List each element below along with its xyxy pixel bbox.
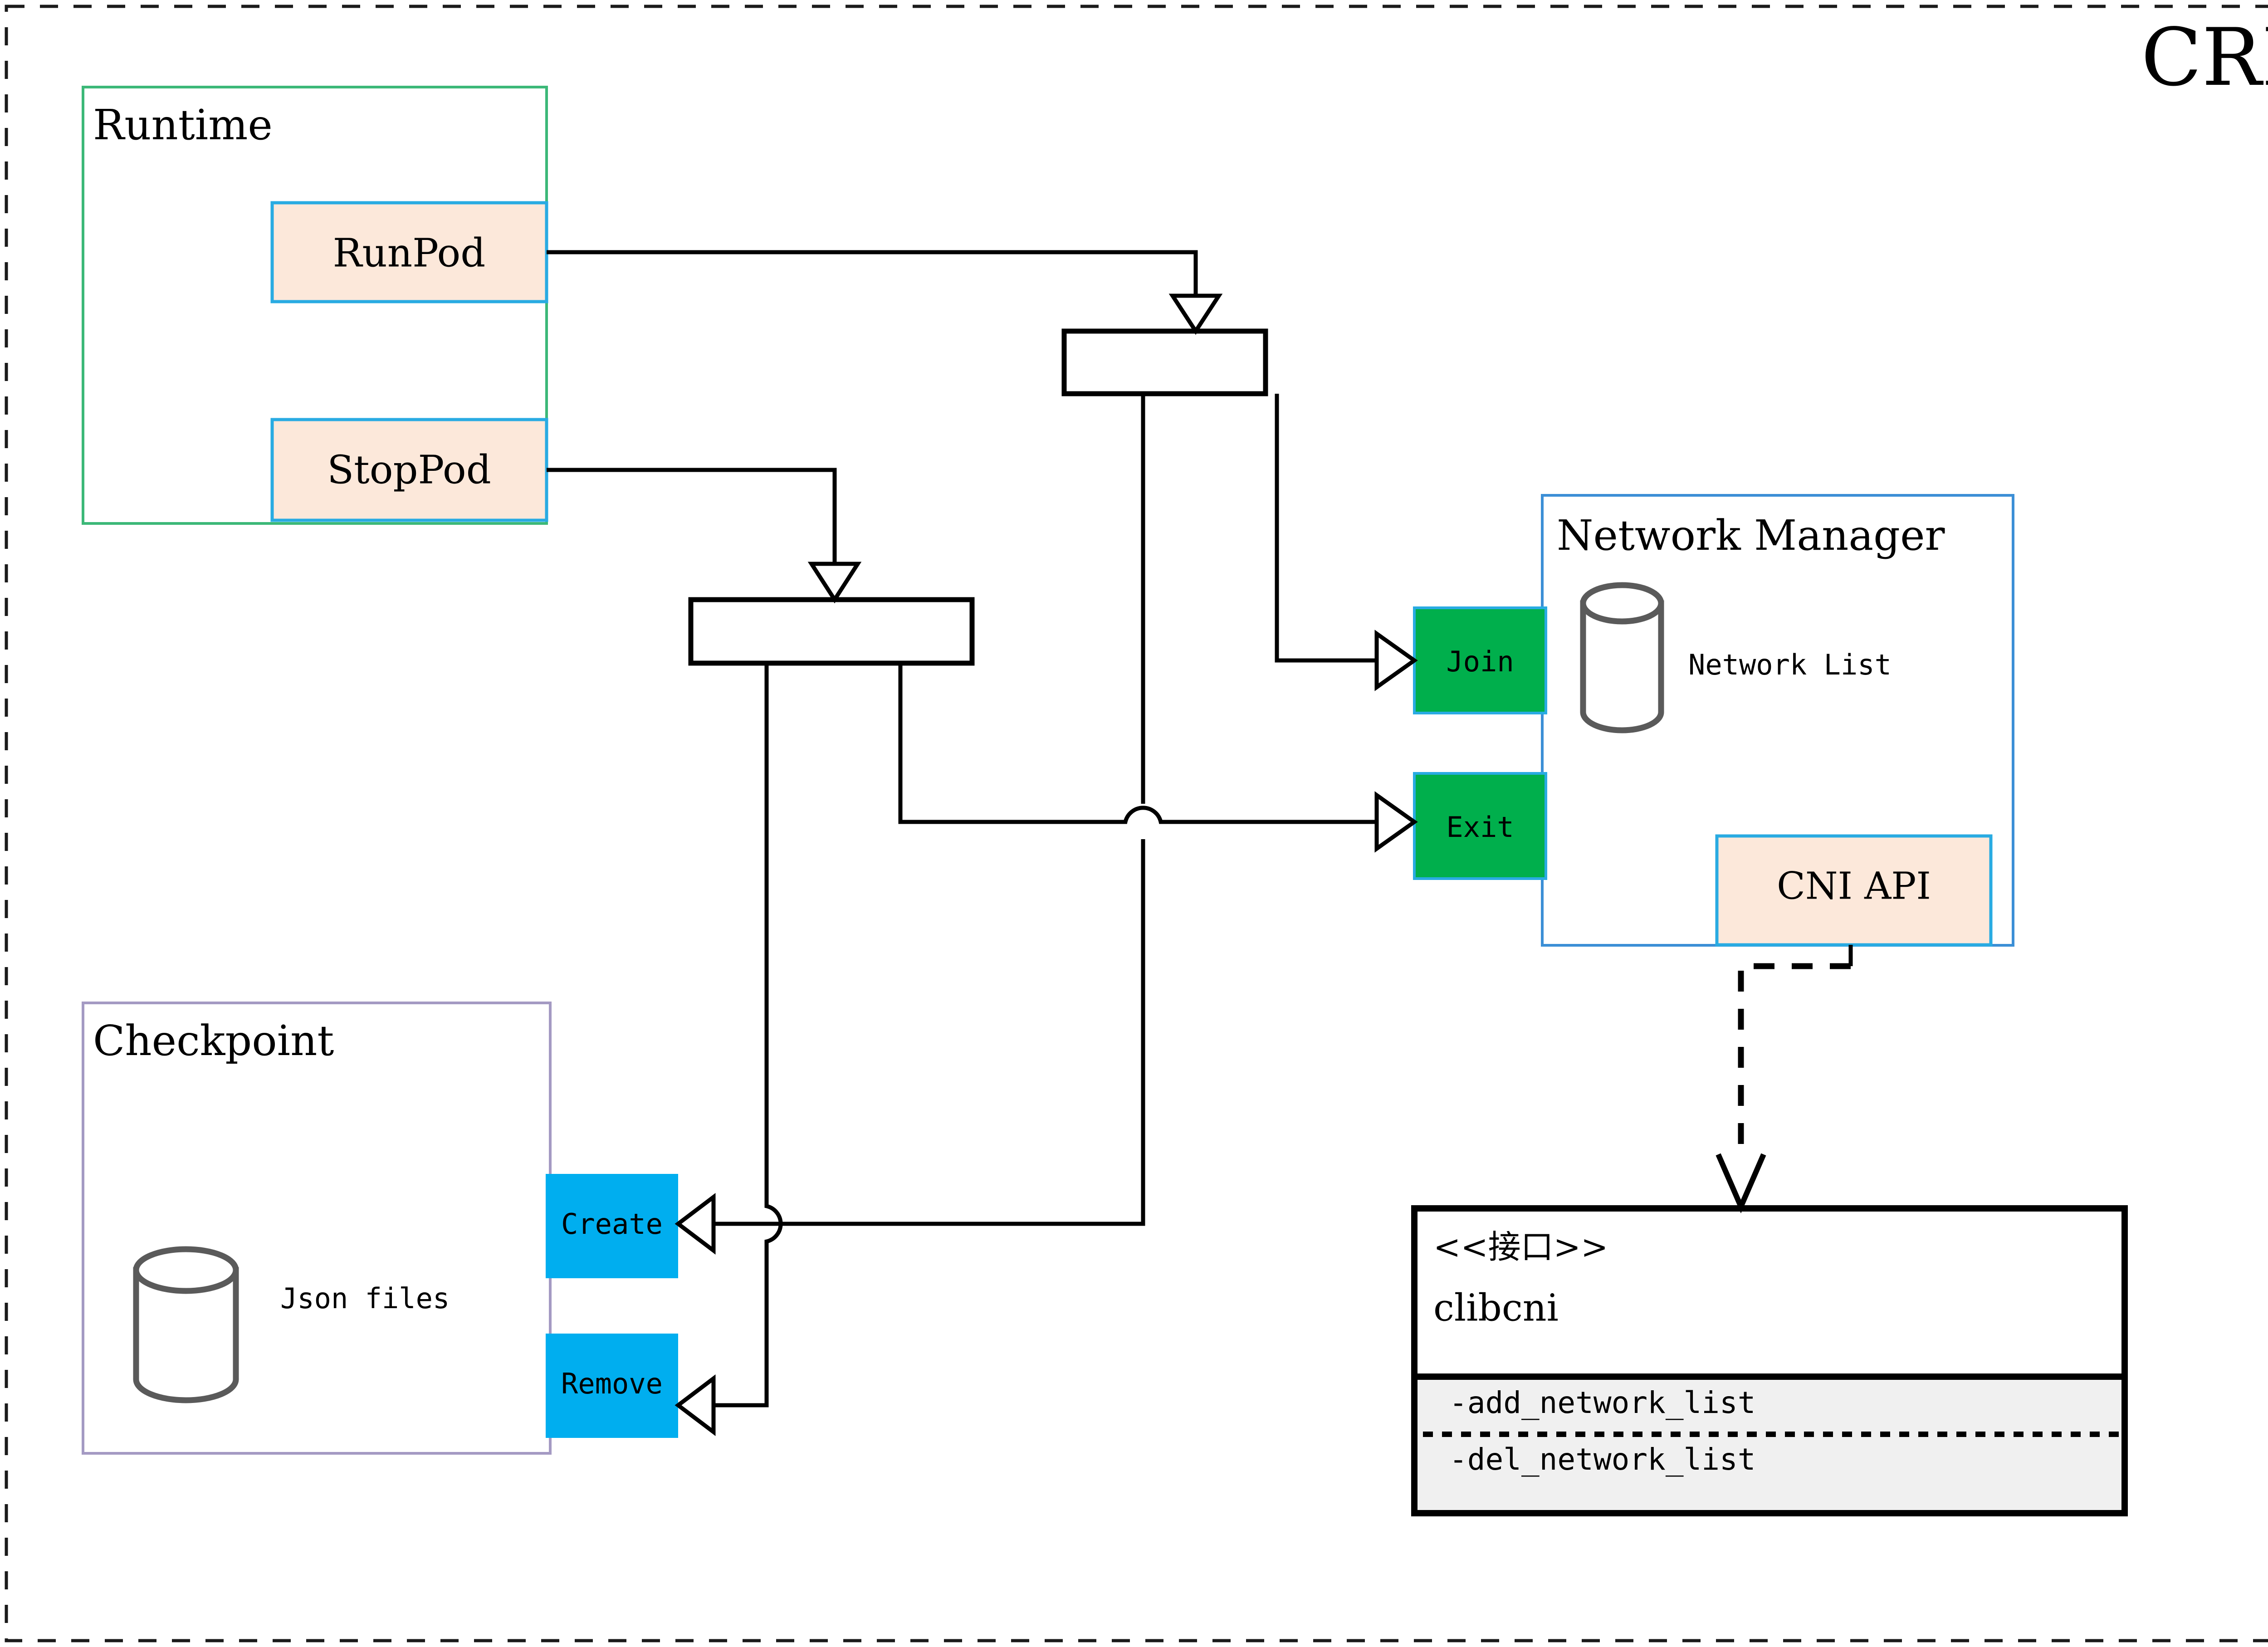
interface-operation-add: -add_network_list (1449, 1385, 1756, 1420)
node-runpod[interactable] (270, 201, 548, 303)
group-checkpoint-label: Checkpoint (93, 1017, 334, 1065)
edge-fork-run-to-join (1275, 394, 1377, 663)
edge-cni-api-to-clibcni (1738, 963, 1851, 1161)
edge-fork-stop-to-remove (714, 663, 783, 1408)
node-stoppod[interactable] (270, 418, 548, 522)
interface-stereotype: <<接口>> (1433, 1228, 1608, 1266)
arrowhead-clibcni (1716, 1153, 1766, 1214)
node-exit-label: Exit (1446, 811, 1514, 844)
cylinder-network-list-label: Network List (1688, 648, 1892, 681)
arrowhead-join (1374, 630, 1418, 691)
cylinder-json-files (133, 1246, 239, 1403)
node-join-label: Join (1446, 645, 1514, 678)
node-remove[interactable] (546, 1334, 678, 1438)
node-create-label: Create (561, 1207, 663, 1241)
group-network-manager-label: Network Manager (1557, 511, 1945, 560)
group-runtime-label: Runtime (93, 101, 273, 149)
node-join[interactable] (1413, 606, 1547, 714)
node-remove-label: Remove (561, 1367, 663, 1400)
arrowhead-runpod-fork (1168, 293, 1223, 335)
interface-operation-del: -del_network_list (1449, 1442, 1756, 1477)
cylinder-json-files-label: Json files (280, 1282, 450, 1315)
node-exit[interactable] (1413, 772, 1547, 880)
cylinder-network-list (1580, 582, 1664, 733)
arrowhead-stoppod-fork (807, 562, 862, 604)
edge-fork-stop-to-exit (898, 663, 1377, 824)
node-create[interactable] (546, 1174, 678, 1278)
node-cni-api-label: CNI API (1777, 865, 1931, 908)
arrowhead-remove (675, 1374, 716, 1437)
fork-bar-runpod (1061, 328, 1268, 396)
arrowhead-create (675, 1192, 716, 1255)
diagram-title: CRI (2141, 12, 2268, 104)
edge-fork-run-to-create (714, 394, 1145, 1226)
fork-bar-stoppod (688, 597, 975, 666)
arrowhead-exit (1374, 791, 1418, 853)
node-cni-api[interactable] (1715, 834, 1993, 947)
interface-name: clibcni (1433, 1287, 1559, 1330)
edge-runpod-to-fork (547, 250, 1198, 296)
node-runpod-label: RunPod (333, 231, 486, 276)
node-stoppod-label: StopPod (327, 448, 491, 493)
interface-operations-compartment (1418, 1377, 2121, 1510)
edge-stoppod-to-fork (547, 468, 837, 564)
